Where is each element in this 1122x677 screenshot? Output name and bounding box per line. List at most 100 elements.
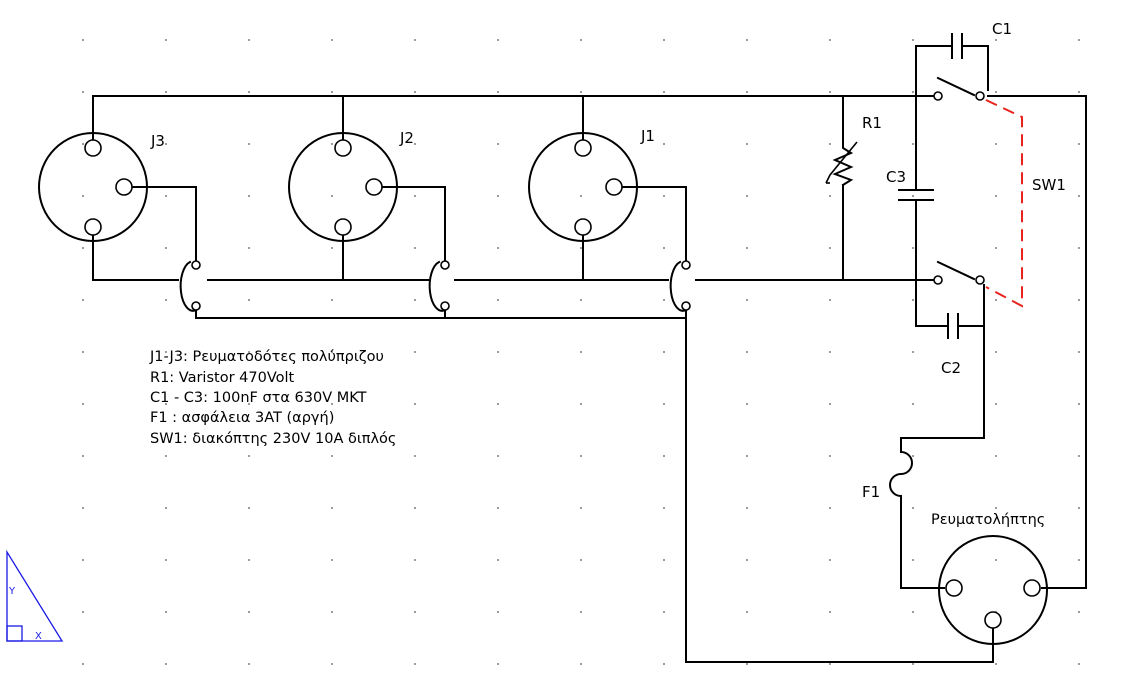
outlet-j3-pin-top: [84, 139, 102, 157]
grid-dot: [746, 663, 748, 665]
wiring: [92, 45, 1087, 663]
grid-dot: [580, 247, 582, 249]
grid-dot: [663, 455, 665, 457]
note-line-3: C1 - C3: 100nF στα 630V MKT: [150, 390, 367, 406]
grid-dot: [414, 559, 416, 561]
grid-dot: [331, 559, 333, 561]
grid-dot: [248, 143, 250, 145]
grid-dot: [331, 195, 333, 197]
grid-dot: [414, 611, 416, 613]
grid-dot: [497, 351, 499, 353]
grid-dot: [580, 39, 582, 41]
grid-dot: [829, 299, 831, 301]
outlet-j2-pin-bottom: [334, 218, 352, 236]
grid-dot: [82, 559, 84, 561]
grid-dot: [912, 507, 914, 509]
grid-dot: [248, 455, 250, 457]
outlet-j1: [528, 132, 638, 242]
grid-dot: [580, 663, 582, 665]
grid-dot: [497, 663, 499, 665]
label-f1: F1: [862, 483, 880, 501]
grid-dot: [165, 143, 167, 145]
grid-dot: [580, 611, 582, 613]
capacitor-c2: [947, 313, 959, 339]
grid-dot: [1078, 403, 1080, 405]
varistor-r1: [825, 139, 858, 187]
grid-dot: [746, 195, 748, 197]
grid-dot: [912, 247, 914, 249]
label-c3: C3: [886, 168, 906, 186]
grid-dot: [995, 507, 997, 509]
ucs-icon: Y X: [6, 549, 64, 642]
background-grid: [82, 39, 1080, 665]
grid-dot: [414, 403, 416, 405]
grid-dot: [663, 299, 665, 301]
grid-dot: [248, 507, 250, 509]
grid-dot: [248, 247, 250, 249]
outlet-j3: [38, 132, 148, 242]
grid-dot: [1078, 195, 1080, 197]
grid-dot: [829, 611, 831, 613]
grid-dot: [414, 247, 416, 249]
grid-dot: [82, 611, 84, 613]
grid-dot: [414, 143, 416, 145]
grid-dot: [497, 91, 499, 93]
grid-dot: [497, 143, 499, 145]
grid-dot: [497, 247, 499, 249]
grid-dot: [746, 143, 748, 145]
grid-dot: [746, 247, 748, 249]
plug-pin-right: [1023, 579, 1041, 597]
grid-dot: [1078, 611, 1080, 613]
grid-dot: [912, 559, 914, 561]
grid-dot: [82, 39, 84, 41]
label-j1: J1: [640, 127, 655, 145]
grid-dot: [995, 39, 997, 41]
note-line-2: R1: Varistor 470Volt: [150, 370, 295, 386]
grid-dot: [248, 559, 250, 561]
outlet-j2-pin-earth: [365, 178, 383, 196]
grid-dot: [1078, 299, 1080, 301]
legend-notes: J1-J3: Ρευματοδότες πολύπριζου R1: Varis…: [149, 349, 396, 447]
grid-dot: [663, 143, 665, 145]
grid-dot: [165, 91, 167, 93]
grid-dot: [995, 247, 997, 249]
fuse-symbol: [889, 450, 913, 498]
fuse-f1: [889, 450, 913, 498]
grid-dot: [995, 143, 997, 145]
grid-dot: [995, 559, 997, 561]
grid-dot: [1078, 663, 1080, 665]
hop-j2: [428, 260, 447, 312]
grid-dot: [663, 559, 665, 561]
grid-dot: [912, 299, 914, 301]
sw1-bottom-left-contact: [933, 275, 943, 285]
grid-dot: [580, 195, 582, 197]
sw1-mechanical-link: [985, 99, 1023, 308]
grid-dot: [331, 247, 333, 249]
grid-dot: [331, 299, 333, 301]
grid-dot: [331, 663, 333, 665]
grid-dot: [995, 403, 997, 405]
grid-dot: [912, 351, 914, 353]
grid-dot: [912, 91, 914, 93]
grid-dot: [414, 195, 416, 197]
plug-pin-left: [945, 579, 963, 597]
grid-dot: [663, 351, 665, 353]
grid-dot: [829, 351, 831, 353]
note-line-4: F1 : ασφάλεια 3AT (αργή): [150, 410, 334, 426]
grid-dot: [248, 195, 250, 197]
outlet-j1-body: [528, 132, 638, 242]
grid-dot: [829, 143, 831, 145]
grid-dot: [165, 507, 167, 509]
label-c2: C2: [941, 359, 961, 377]
grid-dot: [165, 39, 167, 41]
grid-dot: [829, 663, 831, 665]
grid-dot: [746, 403, 748, 405]
grid-dot: [995, 299, 997, 301]
outlet-j2-pin-top: [334, 139, 352, 157]
grid-dot: [1078, 247, 1080, 249]
terminal-j3-a: [191, 260, 201, 270]
terminal-j2-a: [440, 260, 450, 270]
grid-dot: [746, 39, 748, 41]
sw1-top-left-contact: [933, 91, 943, 101]
label-plug: Ρευματολήπτης: [931, 512, 1045, 528]
